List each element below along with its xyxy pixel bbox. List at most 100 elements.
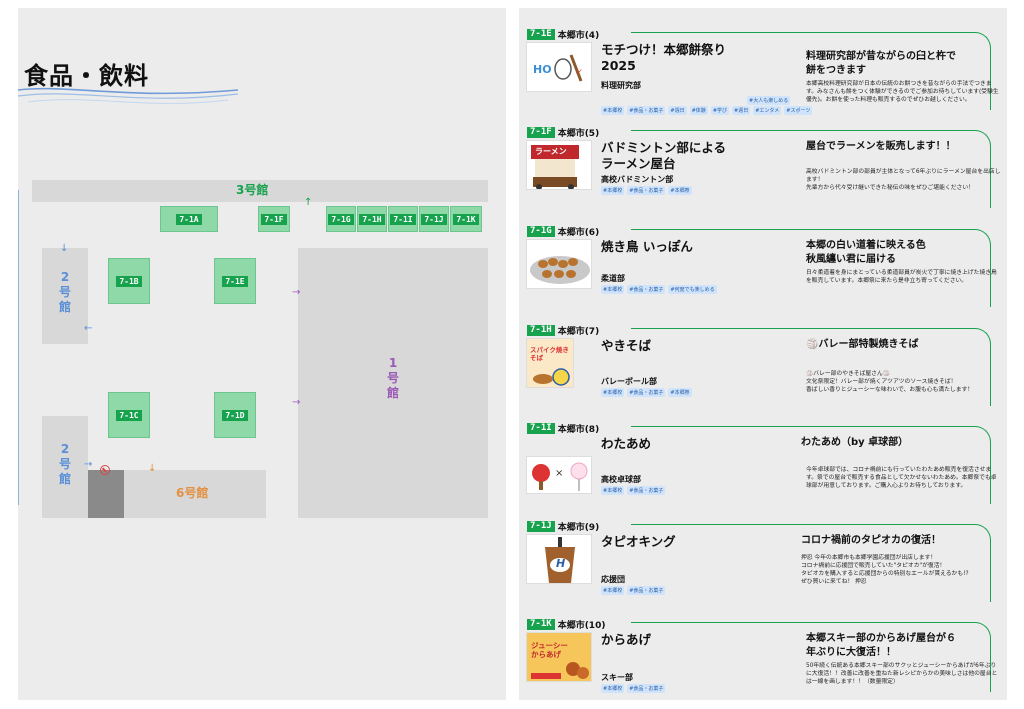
booth-badge: 7-1E <box>527 28 555 40</box>
area-name: 本郷市(6) <box>557 227 600 238</box>
shop-card[interactable]: 7-1F 本郷市(5) ラーメン バドミントン部による ラーメン屋台 高校バドミ… <box>519 126 1007 222</box>
booth-badge: 7-1F <box>527 126 555 138</box>
hall-1-block <box>298 248 488 518</box>
tag[interactable]: #本郷校 <box>601 106 625 115</box>
tag[interactable]: #体験 <box>689 106 708 115</box>
tag[interactable]: #食品・お菓子 <box>627 486 666 495</box>
tag-list: #本郷校 #食品・お菓子 #何度でも楽しめる <box>601 285 717 294</box>
arrow-down-icon: ↓ <box>60 243 69 254</box>
area-name: 本郷市(10) <box>557 620 606 631</box>
tag-list: #本郷校 #食品・お菓子 <box>601 586 666 595</box>
tag-list: #本郷校 #食品・お菓子 <box>601 486 666 495</box>
booth-7-1f[interactable]: 7-1F <box>258 206 290 232</box>
card-frame-line <box>631 524 991 602</box>
tag[interactable]: #エンタメ <box>753 106 782 115</box>
booth-7-1i[interactable]: 7-1I <box>388 206 418 232</box>
shop-name: からあげ <box>601 632 652 647</box>
hall-2-lower-label: 2 号 館 <box>58 442 71 486</box>
tag[interactable]: #大人も楽しめる <box>747 96 791 105</box>
hall-2-upper-label: 2 号 館 <box>58 270 71 314</box>
booth-label: 7-1E <box>222 275 248 287</box>
shop-card[interactable]: 7-1I 本郷市(8) × わたあめ 高校卓球部 #本郷校 #食品・お菓子 わた… <box>519 422 1007 518</box>
booth-7-1b[interactable]: 7-1B <box>108 258 150 304</box>
tag[interactable]: #週日 <box>732 106 751 115</box>
shop-name: わたあめ <box>601 436 652 451</box>
shop-name: 焼き鳥 いっぽん <box>601 239 693 254</box>
booth-7-1k[interactable]: 7-1K <box>450 206 482 232</box>
organizer-name: 高校卓球部 <box>601 475 641 484</box>
area-name: 本郷市(9) <box>557 522 600 533</box>
arrow-right-icon: → <box>292 287 301 298</box>
booth-badge: 7-1K <box>527 618 555 630</box>
tag[interactable]: #食品・お菓子 <box>627 106 666 115</box>
shop-card[interactable]: 7-1K 本郷市(10) ジューシーからあげ からあげ スキー部 #本郷校 #食… <box>519 618 1007 700</box>
tag-list: #本郷校 #食品・お菓子 #週日 #体験 #学び #週日 #エンタメ #スポーツ <box>601 106 813 115</box>
arrow-up-icon: ↑ <box>304 197 313 208</box>
mochi-logo-icon: HO ン <box>526 42 592 92</box>
booth-label: 7-1H <box>359 213 385 225</box>
tag[interactable]: #本郷祭 <box>668 186 692 195</box>
description: 50年続く伝統ある本郷スキー部のサクッとジューシーからあげが6年ぶりに大復活！！… <box>806 663 998 686</box>
tag[interactable]: #学び <box>710 106 730 115</box>
booth-7-1j[interactable]: 7-1J <box>419 206 449 232</box>
shop-card[interactable]: 7-1G 本郷市(6) 焼き鳥 いっぽん 柔道部 #本郷校 #食品・お菓子 #何… <box>519 225 1007 321</box>
yakitori-icon <box>526 239 592 289</box>
tapioca-cup-icon: H <box>526 534 592 584</box>
shop-name: タピオキング <box>601 534 676 549</box>
area-name: 本郷市(5) <box>557 128 600 139</box>
tag[interactable]: #本郷校 <box>601 684 625 693</box>
card-frame-line <box>631 426 991 504</box>
booth-7-1h[interactable]: 7-1H <box>357 206 387 232</box>
karaage-poster-icon: ジューシーからあげ <box>526 632 592 682</box>
venue-map-panel: 食品・飲料 3号館 2 号 館 2 号 館 6号館 1 号 館 7-1A 7-1… <box>18 8 506 700</box>
card-header: 7-1J 本郷市(9) <box>527 520 600 533</box>
arrow-right-icon: → <box>84 459 93 470</box>
shop-card[interactable]: 7-1J 本郷市(9) H タピオキング 応援団 #本郷校 #食品・お菓子 コロ… <box>519 520 1007 616</box>
catch-copy: 本郷の白い道着に映える色 秋風纏い君に届ける <box>806 240 926 265</box>
area-name: 本郷市(7) <box>557 326 600 337</box>
ramen-stall-icon: ラーメン <box>526 140 592 190</box>
tag[interactable]: #本郷校 <box>601 486 625 495</box>
booth-badge: 7-1I <box>527 422 555 434</box>
times-text: × <box>555 468 564 479</box>
arrow-right-icon: → <box>292 397 301 408</box>
tag[interactable]: #本郷祭 <box>668 388 692 397</box>
booth-7-1c[interactable]: 7-1C <box>108 392 150 438</box>
tag[interactable]: #食品・お菓子 <box>627 684 666 693</box>
shop-name: モチつけ！本郷餅祭り 2025 <box>601 42 727 73</box>
hall-6-stairs-block <box>88 470 124 518</box>
no-entry-icon <box>100 465 110 475</box>
organizer-name: 柔道部 <box>601 274 625 283</box>
tag[interactable]: #週日 <box>668 106 687 115</box>
title-wave-decoration <box>18 87 238 104</box>
tag[interactable]: #本郷校 <box>601 388 625 397</box>
card-header: 7-1I 本郷市(8) <box>527 422 599 435</box>
description: 高校バドミントン部の部員が主体となって6年ぶりにラーメン屋台を出店します！ 先輩… <box>806 169 1001 192</box>
tag[interactable]: #何度でも楽しめる <box>668 285 717 294</box>
booth-7-1d[interactable]: 7-1D <box>214 392 256 438</box>
card-header: 7-1G 本郷市(6) <box>527 225 600 238</box>
booth-7-1g[interactable]: 7-1G <box>326 206 356 232</box>
tag[interactable]: #食品・お菓子 <box>627 186 666 195</box>
catch-copy: 料理研究部が昔ながらの臼と杵で 餅をつきます <box>806 51 956 76</box>
tag[interactable]: #本郷校 <box>601 586 625 595</box>
tag-list: #本郷校 #食品・お菓子 <box>601 684 666 693</box>
svg-text:HO: HO <box>533 63 552 76</box>
booth-7-1a[interactable]: 7-1A <box>160 206 218 232</box>
tag[interactable]: #食品・お菓子 <box>627 388 666 397</box>
booth-7-1e[interactable]: 7-1E <box>214 258 256 304</box>
description: 🏐バレー部のやきそば屋さん🏐 文化祭限定！バレー部が焼くアツアツのソース焼きそば… <box>806 371 974 394</box>
tag[interactable]: #本郷校 <box>601 186 625 195</box>
tag[interactable]: #食品・お菓子 <box>627 285 666 294</box>
booth-label: 7-1C <box>116 409 142 421</box>
booth-badge: 7-1H <box>527 324 555 336</box>
tag[interactable]: #本郷校 <box>601 285 625 294</box>
card-frame-line <box>631 622 991 692</box>
shop-card[interactable]: 7-1H 本郷市(7) スパイク焼きそば やきそば バレーボール部 #本郷校 #… <box>519 324 1007 420</box>
hall-3-label: 3号館 <box>236 183 269 197</box>
left-divider-line <box>18 190 19 505</box>
catch-copy: コロナ禍前のタピオカの復活！ <box>801 535 941 546</box>
tag[interactable]: #スポーツ <box>784 106 813 115</box>
shop-card[interactable]: 7-1E 本郷市(4) HO ン モチつけ！本郷餅祭り 2025 料理研究部 #… <box>519 28 1007 124</box>
tag[interactable]: #食品・お菓子 <box>627 586 666 595</box>
